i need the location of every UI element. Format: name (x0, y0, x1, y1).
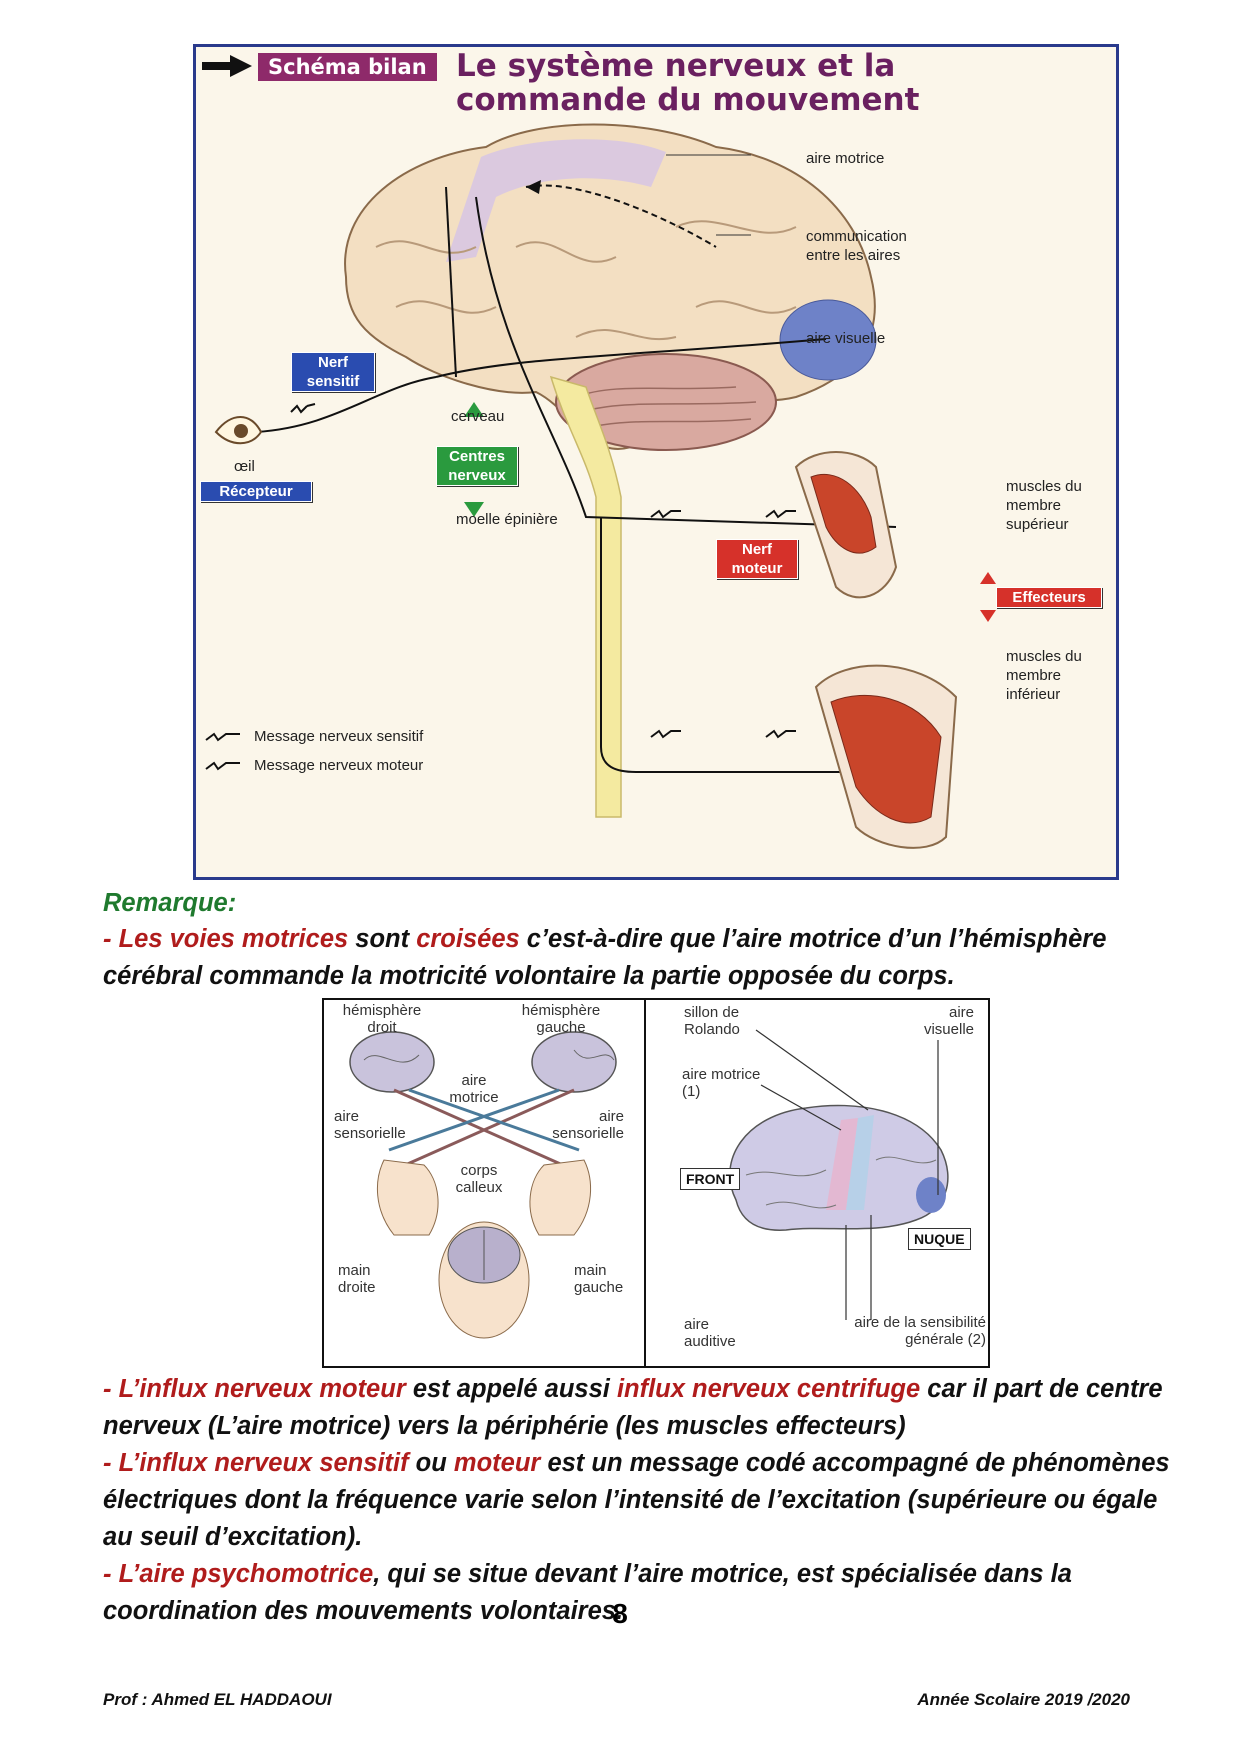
label-aire-auditive: aire auditive (684, 1316, 736, 1350)
schema-illustration (205, 123, 996, 849)
text: est appelé aussi (405, 1375, 617, 1403)
remarque-heading-text: Remarque: (103, 889, 237, 917)
box-recepteur: Récepteur (200, 481, 312, 502)
dash: - (103, 925, 119, 953)
footer-author: Prof : Ahmed EL HADDAOUI (103, 1690, 332, 1709)
spinal-cord-shape (549, 375, 622, 818)
label-aire-motrice-right: aire motrice (1) (682, 1066, 772, 1100)
remarque-paragraph-1: - Les voies motrices sont croisées c’est… (103, 921, 1183, 995)
box-centres-nerveux: Centres nerveux (436, 446, 518, 486)
page-number: 8 (612, 1598, 628, 1629)
label-main-gauche: main gauche (574, 1262, 624, 1296)
highlight-moteur: moteur (453, 1449, 541, 1477)
label-main-droite: main droite (338, 1262, 376, 1296)
figure-title: Le système nerveux et la commande du mou… (456, 48, 920, 118)
text: car il part de centre nerveux (L’aire mo… (103, 1375, 1163, 1440)
dash: - (103, 1449, 119, 1477)
remarque-paragraph-4: - L’aire psychomotrice, qui se situe dev… (103, 1556, 1183, 1630)
label-hemisphere-gauche: hémisphère gauche (521, 1002, 601, 1036)
label-sillon-rolando: sillon de Rolando (684, 1004, 740, 1038)
dash: - (103, 1560, 119, 1588)
label-aire-motrice: aire motrice (806, 150, 885, 167)
tag-nuque: NUQUE (908, 1228, 971, 1250)
aire-sensibilite-text: aire de la sensibilité générale (854, 1314, 986, 1348)
footer-year: Année Scolaire 2019 /2020 (917, 1690, 1130, 1709)
highlight-voies-motrices: Les voies motrices (118, 925, 349, 953)
highlight-influx-sensitif: L’influx nerveux sensitif (118, 1449, 409, 1477)
highlight-aire-psychomotrice: L’aire psychomotrice (118, 1560, 374, 1588)
label-aire-visuelle: aire visuelle (923, 1004, 974, 1038)
crossed-pathways-illustration (349, 1031, 617, 1339)
label-aire-visuelle: aire visuelle (806, 330, 886, 347)
label-communication: communication entre les aires (806, 228, 907, 264)
text: sont (348, 925, 417, 953)
label-cerveau: cerveau (451, 408, 505, 425)
label-moelle: moelle épinière (456, 511, 558, 528)
figure-voies-croisees: hémisphère droit hémisphère gauche aire … (322, 998, 990, 1368)
text: ou (408, 1449, 454, 1477)
text: est un message codé accompagné de phénom… (103, 1449, 1170, 1551)
label-muscles-inferieur: muscles du membre inférieur (1006, 648, 1082, 703)
label-aire-sensorielle-right: aire sensorielle (552, 1108, 624, 1142)
aire-sensibilite-num: (2) (967, 1331, 986, 1348)
schema-tag: Schéma bilan (258, 53, 437, 81)
legend-moteur: Message nerveux moteur (254, 757, 424, 774)
figure-schema-bilan: Schéma bilan Le système nerveux et la co… (193, 44, 1119, 880)
remarque-paragraph-2: - L’influx nerveux moteur est appelé aus… (103, 1371, 1183, 1445)
tag-front: FRONT (680, 1168, 741, 1190)
text: , qui se situe devant l’aire motrice, es… (103, 1560, 1072, 1625)
remarque-heading: Remarque: (103, 885, 1183, 922)
legend-sensitif: Message nerveux sensitif (254, 728, 424, 745)
box-nerf-sensitif: Nerf sensitif (291, 352, 375, 392)
panel-hemispheres: hémisphère droit hémisphère gauche aire … (324, 1000, 646, 1366)
label-corps-calleux: corps calleux (455, 1162, 503, 1196)
box-nerf-moteur: Nerf moteur (716, 539, 798, 579)
cortex-illustration (729, 1029, 949, 1320)
remarque-paragraph-3: - L’influx nerveux sensitif ou moteur es… (103, 1445, 1183, 1556)
label-hemisphere-droit: hémisphère droit (342, 1002, 422, 1036)
highlight-croisees: croisées (416, 925, 520, 953)
panel-cortex-areas: sillon de Rolando aire visuelle aire mot… (646, 1000, 990, 1366)
label-oeil: œil (234, 458, 255, 475)
arrow-icon (202, 53, 254, 79)
aire-motrice-text: aire motrice (682, 1066, 761, 1083)
box-effecteurs: Effecteurs (996, 587, 1102, 608)
highlight-centrifuge: influx nerveux centrifuge (616, 1375, 921, 1403)
highlight-influx-moteur: L’influx nerveux moteur (118, 1375, 406, 1403)
label-aire-sensorielle-left: aire sensorielle (334, 1108, 406, 1142)
label-muscles-superieur: muscles du membre supérieur (1006, 478, 1082, 533)
label-aire-sensibilite: aire de la sensibilité générale (2) (836, 1314, 986, 1348)
label-aire-motrice: aire motrice (449, 1072, 499, 1106)
aire-motrice-num: (1) (682, 1083, 701, 1100)
text: c’est-à-dire que l’aire motrice d’un l’h… (103, 925, 1107, 990)
dash: - (103, 1375, 119, 1403)
